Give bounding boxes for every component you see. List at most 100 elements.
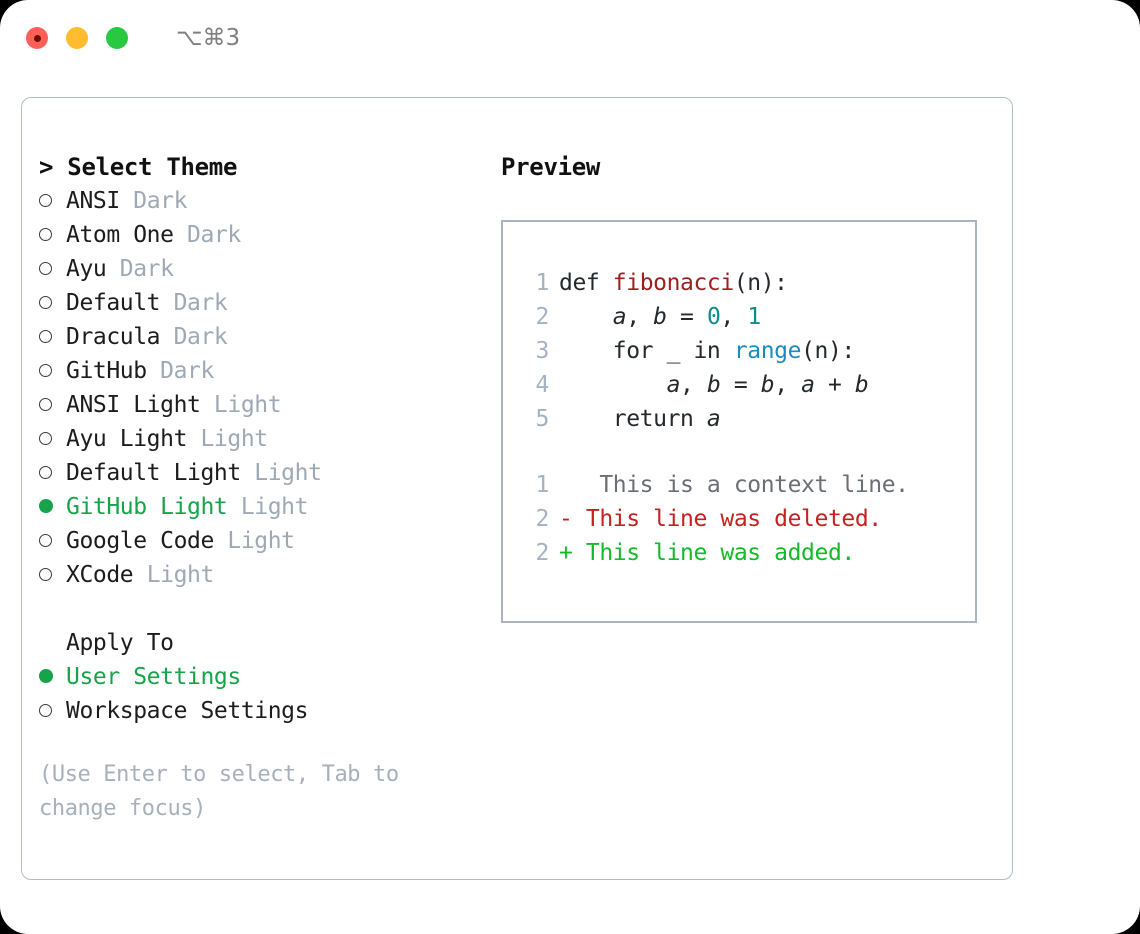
maximize-button-icon[interactable] [106, 27, 128, 49]
apply-to-heading: Apply To [39, 626, 492, 660]
code-line-number: 2 [535, 304, 550, 330]
theme-item-github-light[interactable]: GitHub Light Light [39, 490, 492, 524]
radio-unselected-icon[interactable] [39, 354, 66, 388]
code-token-number: 0 [706, 304, 721, 330]
apply-to-item-label: User Settings [66, 664, 241, 690]
code-line-number: 4 [535, 372, 550, 398]
theme-item-ayu[interactable]: Ayu Dark [39, 252, 492, 286]
theme-item-label: Ayu [66, 256, 107, 282]
window-controls [26, 27, 128, 49]
theme-item-suffix: Light [187, 426, 268, 452]
radio-unselected-icon[interactable] [39, 184, 66, 218]
code-line-number: 3 [535, 338, 550, 364]
radio-unselected-icon[interactable] [39, 286, 66, 320]
theme-item-label: Google Code [66, 528, 214, 554]
keyboard-shortcut-label: ⌥⌘3 [176, 25, 241, 51]
apply-to-label: Apply To [66, 630, 174, 656]
diff-line-number: 2 [535, 506, 550, 532]
diff-line-text: - This line was deleted. [559, 506, 882, 532]
theme-item-suffix: Dark [160, 324, 228, 350]
code-token-number: 1 [747, 304, 761, 330]
code-token-variable: b [854, 372, 869, 398]
theme-item-suffix: Light [240, 460, 322, 486]
radio-unselected-icon[interactable] [39, 694, 66, 728]
diff-line-text: This is a context line. [559, 472, 909, 498]
radio-unselected-icon[interactable] [39, 218, 66, 252]
theme-item-suffix: Dark [173, 222, 241, 248]
theme-item-dracula[interactable]: Dracula Dark [39, 320, 492, 354]
theme-item-default[interactable]: Default Dark [39, 286, 492, 320]
code-line: 1 def fibonacci(n): [503, 266, 975, 300]
code-token-variable: a [801, 372, 815, 398]
code-line: 5 return a [503, 402, 975, 436]
theme-item-suffix: Dark [106, 256, 174, 282]
title-bar: ⌥⌘3 [0, 0, 1140, 76]
diff-line-text: + This line was added. [559, 540, 855, 566]
theme-item-label: Ayu Light [66, 426, 188, 452]
theme-item-suffix: Light [227, 494, 309, 520]
radio-selected-icon[interactable] [39, 490, 66, 524]
close-button-icon[interactable] [26, 27, 48, 49]
code-token-builtin: range [733, 338, 802, 364]
code-line: 4 a, b = b, a + b [503, 368, 975, 402]
diff-line-context: 1 This is a context line. [503, 468, 975, 502]
code-token-variable: a [706, 406, 721, 432]
code-line-text: a, b = b, a + b [666, 372, 869, 398]
diff-line-number: 1 [535, 472, 550, 498]
theme-item-suffix: Light [133, 562, 215, 588]
theme-item-label: GitHub Light [66, 494, 228, 520]
radio-unselected-icon[interactable] [39, 252, 66, 286]
theme-item-suffix: Dark [119, 188, 188, 214]
diff-line-number: 2 [535, 540, 550, 566]
theme-item-suffix: Dark [146, 358, 214, 384]
radio-unselected-icon[interactable] [39, 422, 66, 456]
radio-unselected-icon[interactable] [39, 524, 66, 558]
theme-item-ayu-light[interactable]: Ayu Light Light [39, 422, 492, 456]
diff-line-added: 2 + This line was added. [503, 536, 975, 570]
theme-item-atom-one[interactable]: Atom One Dark [39, 218, 492, 252]
theme-item-google-code[interactable]: Google Code Light [39, 524, 492, 558]
diff-sample: 1 This is a context line. 2 - This line wa… [503, 468, 975, 570]
apply-to-item-label: Workspace Settings [66, 698, 309, 724]
theme-item-label: GitHub [66, 358, 147, 384]
code-line-text: a, b = 0, 1 [612, 304, 761, 330]
radio-unselected-icon[interactable] [39, 388, 66, 422]
code-line-number: 5 [535, 406, 550, 432]
radio-unselected-icon[interactable] [39, 558, 66, 592]
theme-item-label: Default Light [66, 460, 241, 486]
theme-item-label: ANSI [66, 188, 120, 214]
code-token-function: fibonacci [612, 270, 734, 296]
theme-item-ansi[interactable]: ANSI Dark [39, 184, 492, 218]
theme-item-xcode[interactable]: XCode Light [39, 558, 492, 592]
radio-selected-icon[interactable] [39, 660, 66, 694]
theme-item-default-light[interactable]: Default Light Light [39, 456, 492, 490]
radio-unselected-icon[interactable] [39, 456, 66, 490]
theme-item-ansi-light[interactable]: ANSI Light Light [39, 388, 492, 422]
code-line-text: def fibonacci(n): [559, 270, 788, 296]
theme-item-label: Atom One [66, 222, 174, 248]
code-preview-box: 1 def fibonacci(n): 2 a, b = 0, 1 3 for _ i… [501, 220, 977, 623]
code-diff-spacer [503, 436, 975, 468]
code-token-variable: b [653, 304, 667, 330]
code-token-variable: a [666, 372, 681, 398]
code-sample: 1 def fibonacci(n): 2 a, b = 0, 1 3 for _ i… [503, 266, 975, 436]
theme-item-github[interactable]: GitHub Dark [39, 354, 492, 388]
code-token-variable: b [706, 372, 721, 398]
code-line: 2 a, b = 0, 1 [503, 300, 975, 334]
theme-item-label: XCode [66, 562, 134, 588]
code-line-text: return a [559, 406, 721, 432]
theme-item-label: ANSI Light [66, 392, 201, 418]
theme-item-label: Dracula [66, 324, 161, 350]
code-line-number: 1 [535, 270, 550, 296]
apply-to-item-workspace-settings[interactable]: Workspace Settings [39, 694, 492, 728]
keyboard-hint-text: (Use Enter to select, Tab to change focu… [39, 762, 399, 821]
code-line-text: for _ in range(n): [559, 338, 855, 364]
apply-to-item-user-settings[interactable]: User Settings [39, 660, 492, 694]
minimize-button-icon[interactable] [66, 27, 88, 49]
radio-unselected-icon[interactable] [39, 320, 66, 354]
